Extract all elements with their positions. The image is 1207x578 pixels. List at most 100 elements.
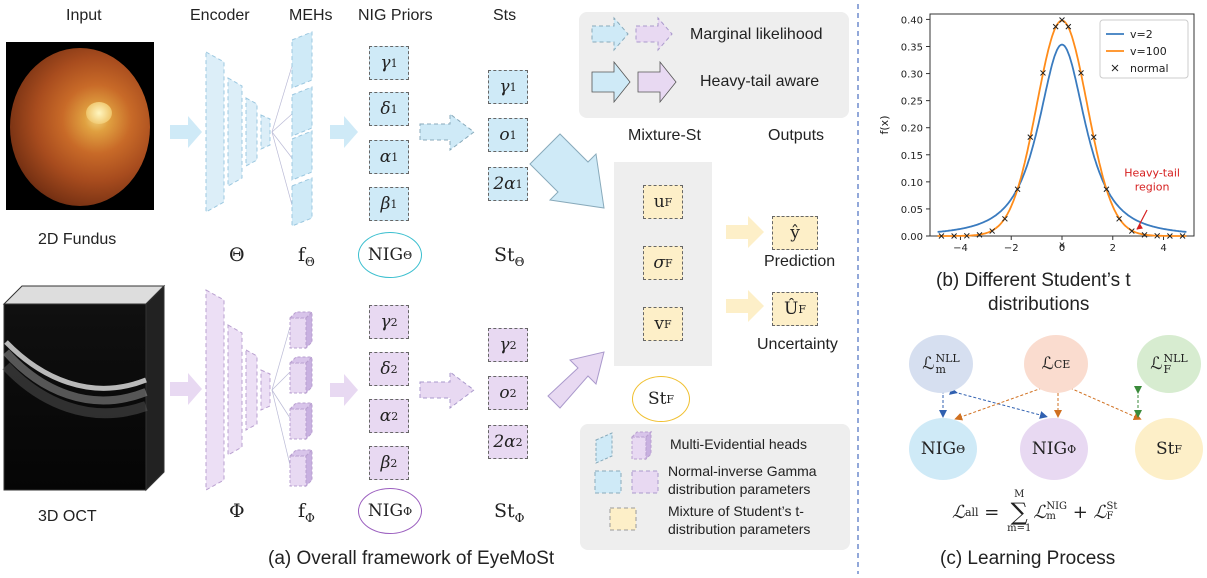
y-tick-label: 0.20 (901, 124, 923, 135)
normal-point (1154, 232, 1161, 239)
normal-point (1052, 23, 1059, 30)
legend-nig-2: distribution parameters (668, 481, 811, 497)
header-sts: Sts (493, 7, 517, 24)
normal-point (951, 233, 957, 239)
normal-point (989, 228, 996, 234)
header-input: Input (66, 7, 102, 24)
normal-point (1141, 232, 1148, 238)
symbol-theta: Θ (229, 244, 245, 266)
encoder-oct (205, 289, 271, 491)
mehs-fundus (291, 31, 313, 227)
legend-label: v=100 (1130, 45, 1167, 58)
arrow-nig-st-oct (419, 371, 475, 409)
arrow-st-mixture-oct (547, 351, 605, 409)
annotation-line2: region (1135, 180, 1170, 193)
header-outputs: Outputs (768, 127, 825, 144)
caption-b-1: (b) Different Student’s t (936, 270, 1131, 291)
caption-a: (a) Overall framework of EyeMoSt (268, 548, 555, 569)
arrow-output-uncertainty (726, 290, 764, 322)
input-arrow-oct (170, 373, 202, 405)
y-tick-label: 0.40 (901, 15, 923, 26)
y-tick-label: 0.15 (901, 151, 923, 162)
y-tick-label: 0.30 (901, 70, 923, 81)
y-tick-label: 0.10 (901, 178, 923, 189)
x-tick-label: −4 (953, 243, 968, 254)
legend-mix-2: distribution parameters (668, 521, 811, 537)
x-tick-label: 4 (1160, 243, 1166, 254)
y-tick-label: 0.25 (901, 97, 923, 108)
normal-point (1078, 70, 1084, 76)
normal-point (1128, 228, 1135, 234)
student-t-chart: 0.00 0.05 0.10 0.15 0.20 0.25 0.30 0.35 0.40 −4 −2… (878, 13, 1195, 254)
label-2d-fundus: 2D Fundus (38, 231, 117, 248)
y-tick-label: 0.35 (901, 42, 923, 53)
input-arrow-fundus (170, 116, 202, 148)
normal-point (1090, 134, 1097, 140)
x-tick-label: −2 (1004, 243, 1019, 254)
normal-point (1116, 215, 1122, 222)
legend-heavy: Heavy-tail aware (700, 73, 820, 90)
normal-point (1059, 17, 1065, 23)
normal-point (976, 232, 983, 238)
annotation-arrowhead (1136, 223, 1143, 230)
fundus-image (6, 42, 154, 210)
legend-mix-1: Mixture of Student’s t- (668, 503, 804, 519)
mehs-oct (288, 310, 314, 488)
annotation-line1: Heavy-tail (1124, 166, 1180, 179)
symbol-f-phi: fΦ (298, 500, 315, 525)
normal-point (963, 232, 970, 239)
caption-b-2: distributions (988, 294, 1090, 315)
learning-arrows (939, 386, 1142, 421)
output-y-hat: ŷ (772, 216, 818, 250)
normal-point (1027, 134, 1034, 140)
arrow-nig-st-fundus (419, 113, 475, 151)
header-encoder: Encoder (190, 7, 250, 24)
normal-point (1014, 186, 1021, 193)
normal-point (1179, 233, 1186, 239)
label-3d-oct: 3D OCT (38, 508, 97, 525)
arrow-st-mixture-fundus (529, 133, 605, 209)
y-tick-label: 0.00 (901, 232, 923, 243)
legend-marginal: Marginal likelihood (690, 26, 823, 43)
x-tick-label: 2 (1110, 243, 1116, 254)
arrow-meh-nig-oct (330, 374, 358, 406)
legend-label: normal (1130, 62, 1169, 75)
x-tick-label: 0 (1059, 243, 1065, 254)
legend-swatch (1111, 64, 1119, 72)
symbol-f-theta: fΘ (298, 244, 315, 269)
caption-c: (c) Learning Process (940, 548, 1116, 569)
legend-label: v=2 (1130, 28, 1153, 41)
legend-nig-1: Normal-inverse Gamma (668, 463, 817, 479)
header-nig-priors: NIG Priors (358, 7, 433, 24)
series-line-v=2 (937, 43, 1187, 233)
normal-point (1002, 215, 1008, 222)
y-axis-label: f(x) (878, 116, 891, 135)
normal-point (1065, 23, 1072, 30)
y-tick-label: 0.05 (901, 205, 923, 216)
header-mehs: MEHs (289, 7, 333, 24)
label-prediction: Prediction (764, 253, 836, 270)
normal-point (1103, 186, 1110, 193)
normal-point (1167, 233, 1173, 239)
